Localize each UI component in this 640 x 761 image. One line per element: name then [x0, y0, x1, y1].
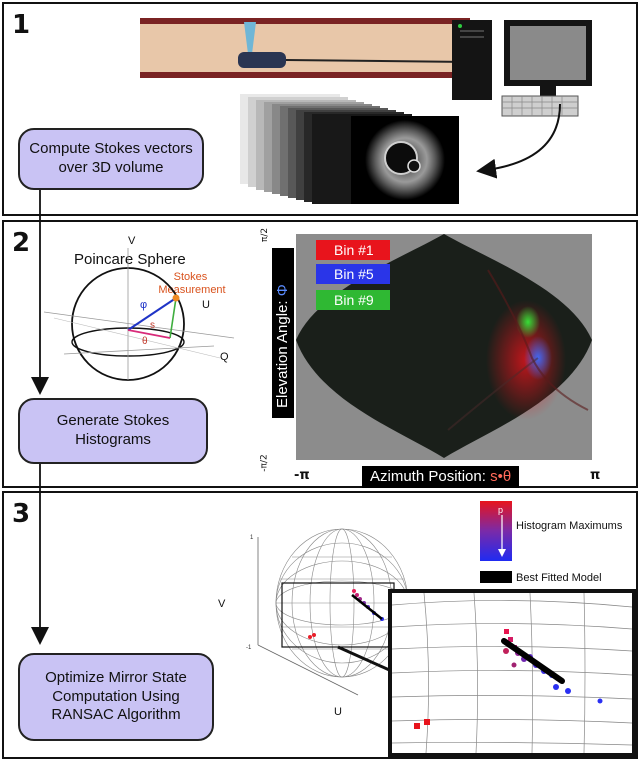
green-bin-glow [516, 306, 540, 338]
azimuth-axis-label: Azimuth Position: s•θ [362, 466, 520, 488]
panel-1: 1 [2, 2, 638, 216]
zoom-connector [337, 645, 397, 675]
poincare-sphere-diagram: V Poincare Sphere Stokes Measurement φ s… [43, 235, 235, 381]
azimuth-axis-symbol: s•θ [490, 468, 512, 485]
sphere-axis-u: U [202, 299, 210, 311]
sphere-maxima-points [308, 589, 384, 639]
sphere-axis-q: Q [220, 351, 229, 363]
y-tick-bottom: -π/2 [259, 454, 270, 472]
sphere-axis-v: V [128, 235, 136, 247]
laser-beam [244, 22, 256, 54]
axis-tick-m1: -1 [246, 645, 252, 651]
axis-tick-1: 1 [250, 535, 254, 541]
panel-2: 2 V Poincare Sphere Stokes Measurement φ… [2, 220, 638, 488]
catheter-probe [238, 52, 286, 68]
zoom-maxima-points [414, 629, 603, 729]
computer-icon [452, 20, 592, 117]
step-optimize-ransac: Optimize Mirror State Computation Using … [18, 653, 214, 741]
x-tick-left: -π [294, 468, 310, 483]
blue-bin-glow [524, 336, 552, 380]
bin-label-1: Bin #1 [316, 240, 390, 260]
legend-model-label: Best Fitted Model [516, 572, 602, 584]
oct-image-stack [240, 94, 459, 204]
plot-axis-v: V [218, 598, 226, 610]
y-tick-top: π/2 [260, 227, 271, 243]
legend-gradient-label: Histogram Maximums [516, 520, 623, 532]
catheter-cable [285, 59, 470, 63]
elevation-axis-text: Elevation Angle: [274, 296, 291, 408]
plot-axis-u: U [334, 706, 342, 718]
tower-case [452, 20, 492, 100]
vessel-wall-bottom [140, 72, 470, 78]
stokes-label-line1: Stokes [174, 271, 208, 283]
panel-number-3: 3 [12, 499, 31, 529]
vessel-lumen [140, 24, 470, 72]
stokes-point [172, 294, 180, 302]
bin-label-5: Bin #5 [316, 264, 390, 284]
best-fit-line [501, 638, 565, 684]
keyboard [501, 95, 579, 117]
monitor-screen [510, 26, 586, 80]
stokes-vector [127, 297, 177, 331]
legend-gradient-bar [480, 501, 512, 561]
panel-number-2: 2 [12, 228, 31, 258]
panel-3: 3 Optimize Mirror State Computation Usin… [2, 491, 638, 759]
angle-theta: θ [142, 336, 148, 347]
catheter-vessel-illustration [140, 18, 470, 78]
elevation-axis-label: Elevation Angle: Φ [272, 248, 294, 418]
sphere-title: Poincare Sphere [74, 251, 186, 268]
panel-number-1: 1 [12, 10, 31, 40]
step-generate-histograms: Generate Stokes Histograms [18, 398, 208, 464]
zoom-grid [391, 592, 633, 754]
bin-label-9: Bin #9 [316, 290, 390, 310]
angle-phi: φ [140, 299, 147, 311]
stokes-measurement-label: Stokes Measurement [158, 271, 225, 296]
legend-p: p [498, 505, 503, 515]
angle-s: s [150, 320, 155, 331]
step-compute-stokes: Compute Stokes vectors over 3D volume [18, 128, 204, 190]
ransac-fit-plot: 1 -1 V U [218, 501, 636, 757]
elevation-axis-symbol: Φ [274, 284, 291, 297]
vessel-wall-top [140, 18, 470, 24]
legend-model-swatch [480, 571, 512, 583]
azimuth-axis-text: Azimuth Position: [370, 468, 491, 485]
x-tick-right: π [590, 468, 601, 483]
